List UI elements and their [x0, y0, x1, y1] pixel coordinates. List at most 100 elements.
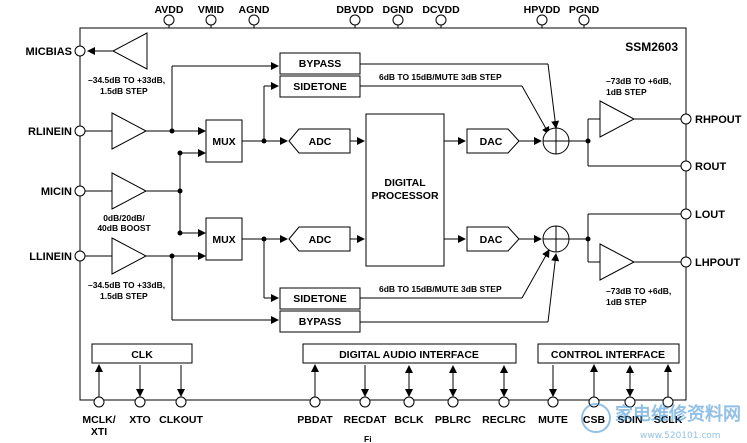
note-lhp-gain-2: 1dB STEP: [606, 297, 647, 307]
pin-rout[interactable]: [680, 160, 692, 172]
pin-label-rout: ROUT: [695, 161, 726, 173]
pin-pblrc[interactable]: [447, 396, 459, 408]
micbias-buffer: [111, 32, 148, 70]
dac-label-right: DAC: [480, 136, 503, 148]
pin-reclrc[interactable]: [498, 396, 510, 408]
chip-name: SSM2603: [625, 40, 678, 54]
pin-dbvdd[interactable]: [349, 14, 361, 26]
dac-label-left: DAC: [480, 234, 503, 246]
note-sidetone-step-bottom: 6dB TO 15dB/MUTE 3dB STEP: [379, 284, 502, 294]
pin-label-rlinein: RLINEIN: [28, 126, 72, 138]
adc-label-right: ADC: [309, 136, 332, 148]
pin-label-agnd: AGND: [239, 4, 270, 16]
dac-block-right: [466, 128, 520, 154]
pin-micin[interactable]: [74, 185, 86, 197]
bypass-label-bottom: BYPASS: [299, 316, 341, 328]
bottom-pins: MCLK/ XTI XTO CLKOUT PBDAT RECDAT BCLK P…: [82, 364, 683, 438]
pin-clkout[interactable]: [175, 396, 187, 408]
processor-label-1: DIGITAL: [384, 177, 426, 189]
input-routing: [146, 62, 279, 324]
control-interface-block: [537, 343, 680, 364]
watermark-text: 家电维修资料网: [615, 403, 741, 425]
mux-block-left: [205, 217, 243, 261]
note-mic-boost-1: 0dB/20dB/: [103, 213, 145, 223]
pin-pbdat[interactable]: [309, 396, 321, 408]
output-routing-left: [569, 213, 681, 281]
pin-micbias[interactable]: [74, 45, 86, 57]
note-rhp-gain-2: 1dB STEP: [606, 87, 647, 97]
dai-label: DIGITAL AUDIO INTERFACE: [339, 349, 479, 361]
lhp-amp: [599, 243, 636, 281]
pin-label-mclk-2: XTI: [91, 426, 107, 438]
pin-dcvdd[interactable]: [435, 14, 447, 26]
clk-label: CLK: [131, 349, 153, 361]
mux-label-right: MUX: [212, 136, 235, 148]
pin-dgnd[interactable]: [392, 14, 404, 26]
pin-label-llinein: LLINEIN: [29, 251, 72, 263]
note-rline-gain-1: –34.5dB TO +33dB,: [88, 75, 165, 85]
note-rhp-gain-1: –73dB TO +6dB,: [606, 76, 671, 86]
pin-avdd[interactable]: [163, 14, 175, 26]
pin-pgnd[interactable]: [578, 14, 590, 26]
pin-label-rhpout: RHPOUT: [695, 114, 742, 126]
pin-sclk[interactable]: [662, 396, 674, 408]
pin-rhpout[interactable]: [680, 113, 692, 125]
processor-label-2: PROCESSOR: [371, 190, 439, 202]
pin-bclk[interactable]: [403, 396, 415, 408]
pin-label-pblrc: PBLRC: [435, 414, 472, 426]
note-sidetone-step-top: 6dB TO 15dB/MUTE 3dB STEP: [379, 72, 502, 82]
watermark-logo-icon: [581, 403, 611, 433]
pin-label-csb: CSB: [583, 414, 606, 426]
pin-label-mclk-1: MCLK/: [82, 414, 115, 426]
pin-label-pgnd: PGND: [569, 4, 600, 16]
pin-hpvdd[interactable]: [536, 14, 548, 26]
pin-label-sclk: SCLK: [654, 414, 683, 426]
pin-lhpout[interactable]: [680, 256, 692, 268]
clk-block: [91, 343, 193, 364]
pin-label-hpvdd: HPVDD: [524, 4, 561, 16]
pin-label-lout: LOUT: [695, 209, 725, 221]
sidetone-label-top: SIDETONE: [293, 81, 346, 93]
pin-label-dbvdd: DBVDD: [336, 4, 374, 16]
pin-mclk[interactable]: [93, 396, 105, 408]
pin-label-clkout: CLKOUT: [159, 414, 203, 426]
pin-rlinein[interactable]: [74, 125, 86, 137]
pin-label-micin: MICIN: [41, 186, 72, 198]
pin-lout[interactable]: [680, 208, 692, 220]
pin-agnd[interactable]: [248, 14, 260, 26]
pin-label-xto: XTO: [129, 414, 150, 426]
digital-audio-interface-block: [302, 343, 517, 364]
pin-label-bclk: BCLK: [394, 414, 424, 426]
watermark-url: www.520101.com: [640, 431, 721, 441]
pin-xto[interactable]: [134, 396, 146, 408]
pin-label-dgnd: DGND: [383, 4, 414, 16]
pin-vmid[interactable]: [205, 14, 217, 26]
summer-left: [542, 225, 570, 253]
top-pins: AVDD VMID AGND DBVDD DGND DCVDD HPVDD PG…: [155, 4, 600, 28]
pin-label-vmid: VMID: [198, 4, 225, 16]
pin-label-lhpout: LHPOUT: [695, 257, 741, 269]
note-mic-boost-2: 40dB BOOST: [97, 223, 151, 233]
pin-mute[interactable]: [547, 396, 559, 408]
left-pins: MICBIAS RLINEIN MICIN LLINEIN: [26, 45, 86, 263]
pin-llinein[interactable]: [74, 250, 86, 262]
pin-recdat[interactable]: [359, 396, 371, 408]
note-lhp-gain-1: –73dB TO +6dB,: [606, 286, 671, 296]
ci-label: CONTROL INTERFACE: [551, 349, 665, 361]
note-lline-gain-2: 1.5dB STEP: [100, 291, 148, 301]
digital-processor-block: [365, 113, 445, 267]
right-pins: RHPOUT ROUT LOUT LHPOUT: [680, 113, 742, 269]
pin-label-mute: MUTE: [538, 414, 568, 426]
sidetone-label-bottom: SIDETONE: [293, 293, 346, 305]
pin-label-reclrc: RECLRC: [482, 414, 526, 426]
note-lline-gain-1: –34.5dB TO +33dB,: [88, 280, 165, 290]
pin-label-recdat: RECDAT: [344, 414, 388, 426]
note-rline-gain-2: 1.5dB STEP: [100, 86, 148, 96]
adc-label-left: ADC: [309, 234, 332, 246]
output-routing-right: [569, 100, 681, 167]
pin-sdin[interactable]: [624, 396, 636, 408]
pin-label-dcvdd: DCVDD: [422, 4, 460, 16]
pin-label-sdin: SDIN: [617, 414, 642, 426]
bypass-label-top: BYPASS: [299, 58, 341, 70]
